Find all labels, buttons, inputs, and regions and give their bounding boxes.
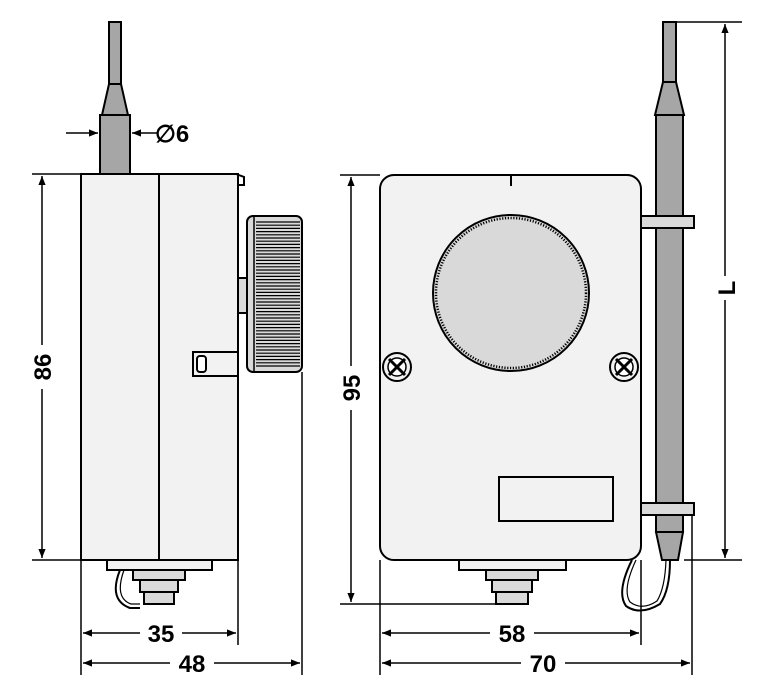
side-gland-3 (143, 591, 175, 605)
front-gland-2 (491, 579, 533, 593)
side-gland-2 (139, 579, 179, 593)
side-view: 86 35 48 ∅6 (28, 21, 303, 678)
side-knurled-knob (246, 215, 303, 373)
front-screw-right (609, 352, 639, 382)
front-view: 95 L 58 70 (337, 21, 742, 678)
side-clip-slot (196, 355, 207, 373)
side-probe-neck (99, 114, 131, 175)
side-capillary-tube (108, 21, 122, 85)
dim-label-48: 48 (179, 651, 206, 678)
front-gland-3 (495, 591, 529, 605)
dim-label-diameter-6: ∅6 (155, 121, 189, 148)
side-knob-stub (237, 277, 248, 314)
side-capillary-loop (114, 569, 140, 609)
dim-label-35: 35 (148, 621, 175, 648)
front-label-window (498, 476, 614, 522)
side-bottom-plate (106, 559, 213, 571)
front-bottom-plate (458, 559, 567, 571)
front-probe-clip-top (640, 215, 695, 229)
dim-label-L: L (714, 281, 741, 296)
side-top-lip (235, 173, 245, 186)
front-probe-clip-bottom (640, 502, 695, 516)
dim-label-70: 70 (530, 651, 557, 678)
front-screw-left (382, 352, 412, 382)
front-dial (432, 214, 590, 372)
side-gland-1 (132, 569, 186, 581)
dim-label-86: 86 (30, 354, 57, 381)
side-probe-sheath (100, 83, 130, 116)
dim-label-95: 95 (339, 375, 366, 402)
dim-label-58: 58 (499, 621, 526, 648)
front-probe (653, 21, 686, 561)
front-gland-1 (485, 569, 539, 581)
